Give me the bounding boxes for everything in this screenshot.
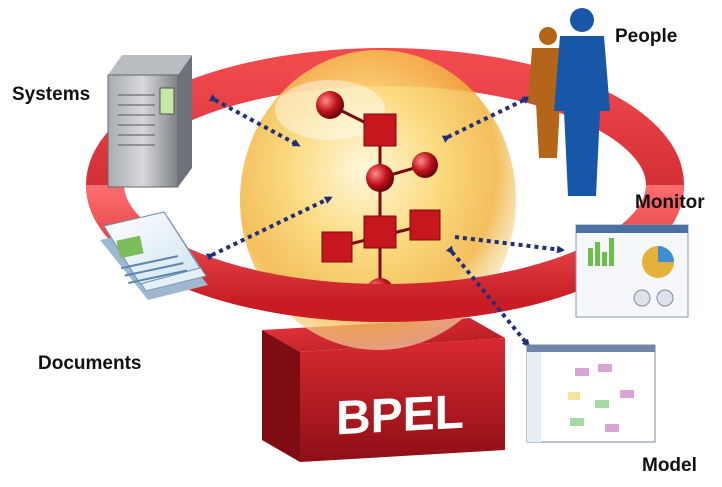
document-icon: [100, 211, 208, 300]
documents-label: Documents: [38, 353, 142, 374]
connection-arrows: [205, 94, 565, 348]
systems-label: Systems: [12, 84, 91, 105]
person-icon: [528, 8, 610, 196]
server-icon: [107, 55, 192, 188]
monitor-label: Monitor: [635, 192, 705, 213]
people-label: People: [615, 26, 678, 47]
dashboard-icon: [575, 224, 689, 318]
bpel-label: BPEL: [336, 386, 464, 446]
model-label: Model: [642, 455, 697, 476]
process-model-icon: [526, 344, 656, 443]
